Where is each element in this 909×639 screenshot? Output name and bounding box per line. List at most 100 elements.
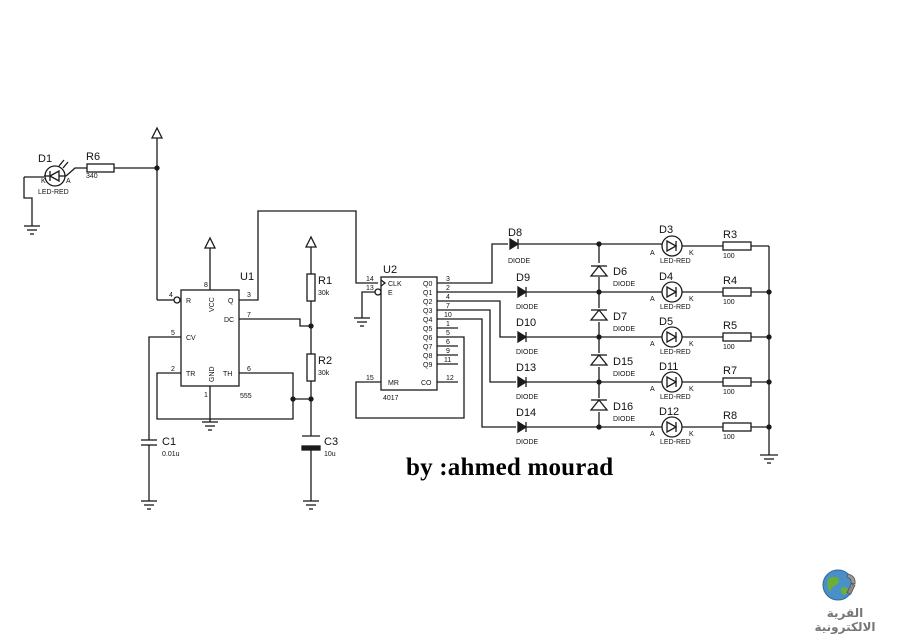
u1-pin-r: R	[186, 298, 191, 305]
c3-capacitor[interactable]	[301, 435, 321, 451]
r6-resistor[interactable]	[86, 163, 115, 173]
steer-ref: D9	[516, 272, 530, 284]
rout-ref: R3	[723, 229, 737, 241]
u2-num-9: 9	[446, 348, 450, 355]
steer-diode[interactable]	[517, 375, 528, 389]
output-led[interactable]	[661, 281, 683, 303]
r2-value: 30k	[318, 370, 330, 377]
output-resistor[interactable]	[722, 332, 752, 342]
site-logo-text: القرية الالكترونية	[814, 606, 876, 634]
steer-value: DIODE	[508, 258, 531, 265]
led-pin-a: A	[650, 250, 655, 257]
r6-value: 340	[86, 173, 98, 180]
vert-diode[interactable]	[589, 263, 609, 277]
u1-num-2: 2	[171, 366, 175, 373]
rout-value: 100	[723, 253, 735, 260]
u2-ref: U2	[383, 264, 397, 276]
vert-diode[interactable]	[589, 308, 609, 322]
d1-ref: D1	[38, 153, 52, 165]
c1-capacitor[interactable]	[141, 439, 157, 510]
led-ref: D3	[659, 224, 673, 236]
r1-ref: R1	[318, 275, 332, 287]
u1-pin-th: TH	[223, 371, 232, 378]
rout-ref: R8	[723, 410, 737, 422]
led-value: LED-RED	[660, 304, 691, 311]
steer-diode[interactable]	[517, 420, 528, 434]
d1-led[interactable]	[44, 159, 69, 187]
u2-num-6: 6	[446, 339, 450, 346]
led-pin-a: A	[650, 341, 655, 348]
led-value: LED-RED	[660, 258, 691, 265]
u2-pin-e: E	[388, 290, 393, 297]
d1-r6-branch: D1 LED-RED K A R6 340	[23, 126, 170, 301]
steer-diode[interactable]	[517, 330, 528, 344]
steer-diode[interactable]	[517, 285, 528, 299]
u2-num-14: 14	[366, 276, 374, 283]
c1-ref: C1	[162, 436, 176, 448]
steer-ref: D13	[516, 362, 536, 374]
d1-pin-k: K	[41, 178, 46, 185]
led-value: LED-RED	[660, 439, 691, 446]
u2-num-15: 15	[366, 375, 374, 382]
vert-ref: D7	[613, 311, 627, 323]
output-led[interactable]	[661, 235, 683, 257]
rout-ref: R7	[723, 365, 737, 377]
u2-num-10: 10	[444, 312, 452, 319]
vert-ref: D16	[613, 401, 633, 413]
led-pin-k: K	[689, 341, 694, 348]
u1-timer: U1 555 R 4 8 VCC Q 3 DC 7 CV 5 TR 2 TH 6	[148, 210, 378, 440]
steer-diode[interactable]	[509, 237, 520, 251]
u1-pin-gnd: GND	[209, 366, 216, 382]
d1-value: LED-RED	[38, 189, 69, 196]
rout-value: 100	[723, 434, 735, 441]
u1-pin-tr: TR	[186, 371, 195, 378]
led-ref: D12	[659, 406, 679, 418]
output-led[interactable]	[661, 416, 683, 438]
led-pin-k: K	[689, 386, 694, 393]
u2-pin-q0: Q0	[423, 281, 432, 288]
power-arrow	[150, 126, 164, 139]
site-logo: القرية الالكترونية	[795, 566, 895, 634]
d1-pin-a: A	[66, 178, 71, 185]
r2-resistor[interactable]	[306, 353, 316, 382]
steer-value: DIODE	[516, 439, 539, 446]
u2-pin-q2: Q2	[423, 299, 432, 306]
led-ref: D11	[659, 361, 678, 373]
steer-ref: D14	[516, 407, 536, 419]
steer-ref: D10	[516, 317, 536, 329]
u1-num-3: 3	[247, 292, 251, 299]
author-byline: by :ahmed mourad	[406, 454, 614, 481]
output-resistor[interactable]	[722, 422, 752, 432]
rout-value: 100	[723, 344, 735, 351]
u1-num-6: 6	[247, 366, 251, 373]
led-ref: D5	[659, 316, 673, 328]
r1-resistor[interactable]	[306, 273, 316, 302]
u2-num-13: 13	[366, 285, 374, 292]
u2-type: 4017	[383, 395, 399, 402]
c3-value: 10u	[324, 451, 336, 458]
steer-value: DIODE	[516, 304, 539, 311]
u1-pin-q: Q	[228, 298, 234, 305]
vert-diode[interactable]	[589, 398, 609, 412]
led-value: LED-RED	[660, 349, 691, 356]
steer-ref: D8	[508, 227, 522, 239]
u2-num-3: 3	[446, 276, 450, 283]
led-pin-a: A	[650, 431, 655, 438]
rout-ref: R4	[723, 275, 737, 287]
rout-ref: R5	[723, 320, 737, 332]
output-resistor[interactable]	[722, 287, 752, 297]
c3-ref: C3	[324, 436, 338, 448]
output-led[interactable]	[661, 371, 683, 393]
output-resistor[interactable]	[722, 377, 752, 387]
u2-pin-mr: MR	[388, 380, 399, 387]
vert-diode[interactable]	[589, 353, 609, 367]
u2-chip[interactable]	[380, 276, 438, 391]
u2-pin-clk: CLK	[388, 281, 402, 288]
u2-num-4: 4	[446, 294, 450, 301]
u1-num-5: 5	[171, 330, 175, 337]
output-led[interactable]	[661, 326, 683, 348]
u2-num-2: 2	[446, 285, 450, 292]
u2-pin-q3: Q3	[423, 308, 432, 315]
output-resistor[interactable]	[722, 241, 752, 251]
u2-pin-q9: Q9	[423, 362, 432, 369]
